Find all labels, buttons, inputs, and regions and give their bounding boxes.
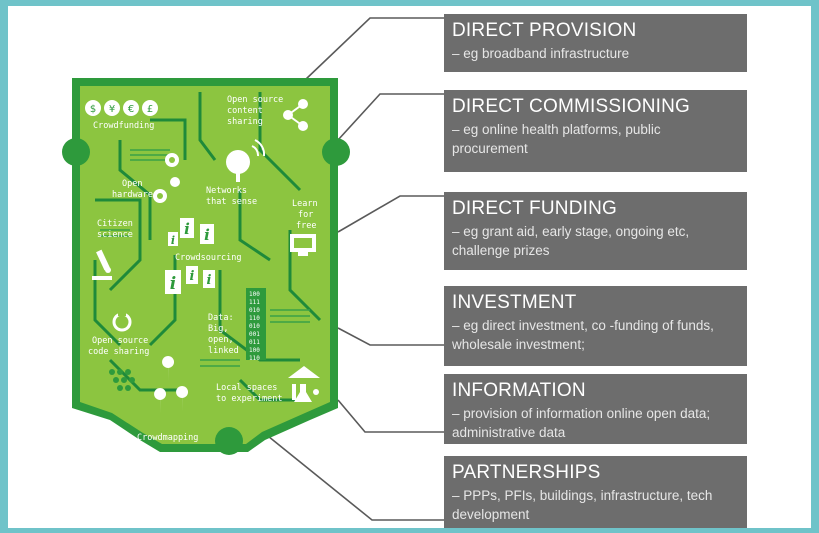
board-notch: [62, 138, 90, 166]
label-local-2: to experiment: [216, 394, 283, 404]
board-notch: [322, 138, 350, 166]
label-open-hardware-1: Open: [122, 179, 142, 189]
map-pin-icon: [154, 356, 189, 414]
board-notch: [215, 427, 243, 455]
category-title: INVESTMENT: [452, 292, 577, 313]
category-box-direct-provision: DIRECT PROVISION – eg broadband infrastr…: [444, 14, 747, 72]
label-crowdmapping: Crowdmapping: [137, 433, 198, 443]
category-box-partnerships: PARTNERSHIPS – PPPs, PFIs, buildings, in…: [444, 456, 747, 528]
svg-text:i: i: [184, 220, 190, 238]
svg-text:010: 010: [249, 323, 260, 330]
connector-line: [337, 399, 444, 433]
refresh-icon: [112, 312, 132, 332]
currency-euro: €: [128, 104, 134, 115]
category-description: – PPPs, PFIs, buildings, infrastructure,…: [452, 488, 713, 522]
svg-text:i: i: [204, 226, 210, 244]
svg-text:110: 110: [249, 315, 260, 322]
connector-line: [337, 195, 444, 233]
label-oss-code-2: code sharing: [88, 347, 149, 357]
connector-line: [337, 327, 444, 346]
category-description: – eg online health platforms, public pro…: [452, 122, 661, 156]
category-title: DIRECT COMMISSIONING: [452, 96, 690, 117]
binary-chip: [246, 288, 266, 360]
category-description: – eg grant aid, early stage, ongoing etc…: [452, 224, 690, 258]
category-title: DIRECT FUNDING: [452, 198, 618, 219]
label-data-1: Data:: [208, 313, 234, 323]
tree-sensor-icon: [226, 139, 266, 182]
category-box-information: INFORMATION – provision of information o…: [444, 374, 747, 444]
svg-text:111: 111: [249, 299, 260, 306]
svg-text:011: 011: [249, 339, 260, 346]
label-crowdsourcing: Crowdsourcing: [175, 253, 242, 263]
currency-dollar: $: [90, 104, 96, 115]
label-learn-3: free: [296, 221, 316, 231]
svg-text:110: 110: [249, 355, 260, 362]
label-learn-2: for: [298, 210, 313, 220]
category-title: DIRECT PROVISION: [452, 20, 637, 41]
lab-house-icon: [288, 366, 320, 402]
label-learn-1: Learn: [292, 199, 318, 209]
dot-cluster: [109, 369, 135, 391]
info-icon: i i i: [168, 218, 214, 247]
circuit-traces-thin: [100, 149, 310, 367]
label-oss-code-1: Open source: [92, 336, 148, 346]
crowdfunding-icon: $ ¥ € £: [85, 100, 158, 116]
label-networks-1: Networks: [206, 186, 247, 196]
label-oss-content-3: sharing: [227, 117, 263, 127]
currency-yen: ¥: [109, 104, 115, 115]
currency-pound: £: [147, 104, 153, 115]
label-citizen-2: science: [97, 230, 133, 240]
label-data-3: open,: [208, 335, 234, 345]
binary-column: 100 111 010 110 010 001 011 100 110: [249, 291, 260, 362]
microscope-icon: [92, 249, 112, 280]
svg-text:001: 001: [249, 331, 260, 338]
label-local-1: Local spaces: [216, 383, 277, 393]
category-description: – provision of information online open d…: [452, 406, 711, 440]
category-box-direct-funding: DIRECT FUNDING – eg grant aid, early sta…: [444, 192, 747, 270]
svg-text:i: i: [171, 234, 175, 247]
monitor-icon: [290, 234, 316, 256]
label-crowdfunding: Crowdfunding: [93, 121, 154, 131]
share-icon: [283, 99, 308, 131]
category-description: – eg broadband infrastructure: [452, 46, 630, 61]
category-description: – eg direct investment, co -funding of f…: [452, 318, 714, 352]
category-box-direct-commissioning: DIRECT COMMISSIONING – eg online health …: [444, 90, 747, 172]
label-open-hardware-2: hardware: [112, 190, 153, 200]
svg-text:i: i: [207, 273, 212, 288]
category-box-investment: INVESTMENT – eg direct investment, co -f…: [444, 286, 747, 366]
label-networks-2: that sense: [206, 197, 257, 207]
label-data-4: linked: [208, 346, 239, 356]
label-oss-content-2: content: [227, 106, 263, 116]
svg-text:100: 100: [249, 291, 260, 298]
connector-line: [304, 17, 444, 81]
svg-text:i: i: [170, 274, 176, 294]
gear-icon: [153, 153, 180, 203]
svg-text:010: 010: [249, 307, 260, 314]
svg-text:100: 100: [249, 347, 260, 354]
connector-line: [257, 427, 444, 521]
label-data-2: Big,: [208, 324, 228, 334]
label-oss-content-1: Open source: [227, 95, 283, 105]
category-title: PARTNERSHIPS: [452, 462, 601, 483]
svg-text:i: i: [190, 269, 195, 284]
connector-line: [337, 93, 444, 141]
board-inner: [80, 86, 330, 444]
info-icon: i i i: [165, 266, 215, 294]
label-citizen-1: Citizen: [97, 219, 133, 229]
category-title: INFORMATION: [452, 380, 586, 401]
